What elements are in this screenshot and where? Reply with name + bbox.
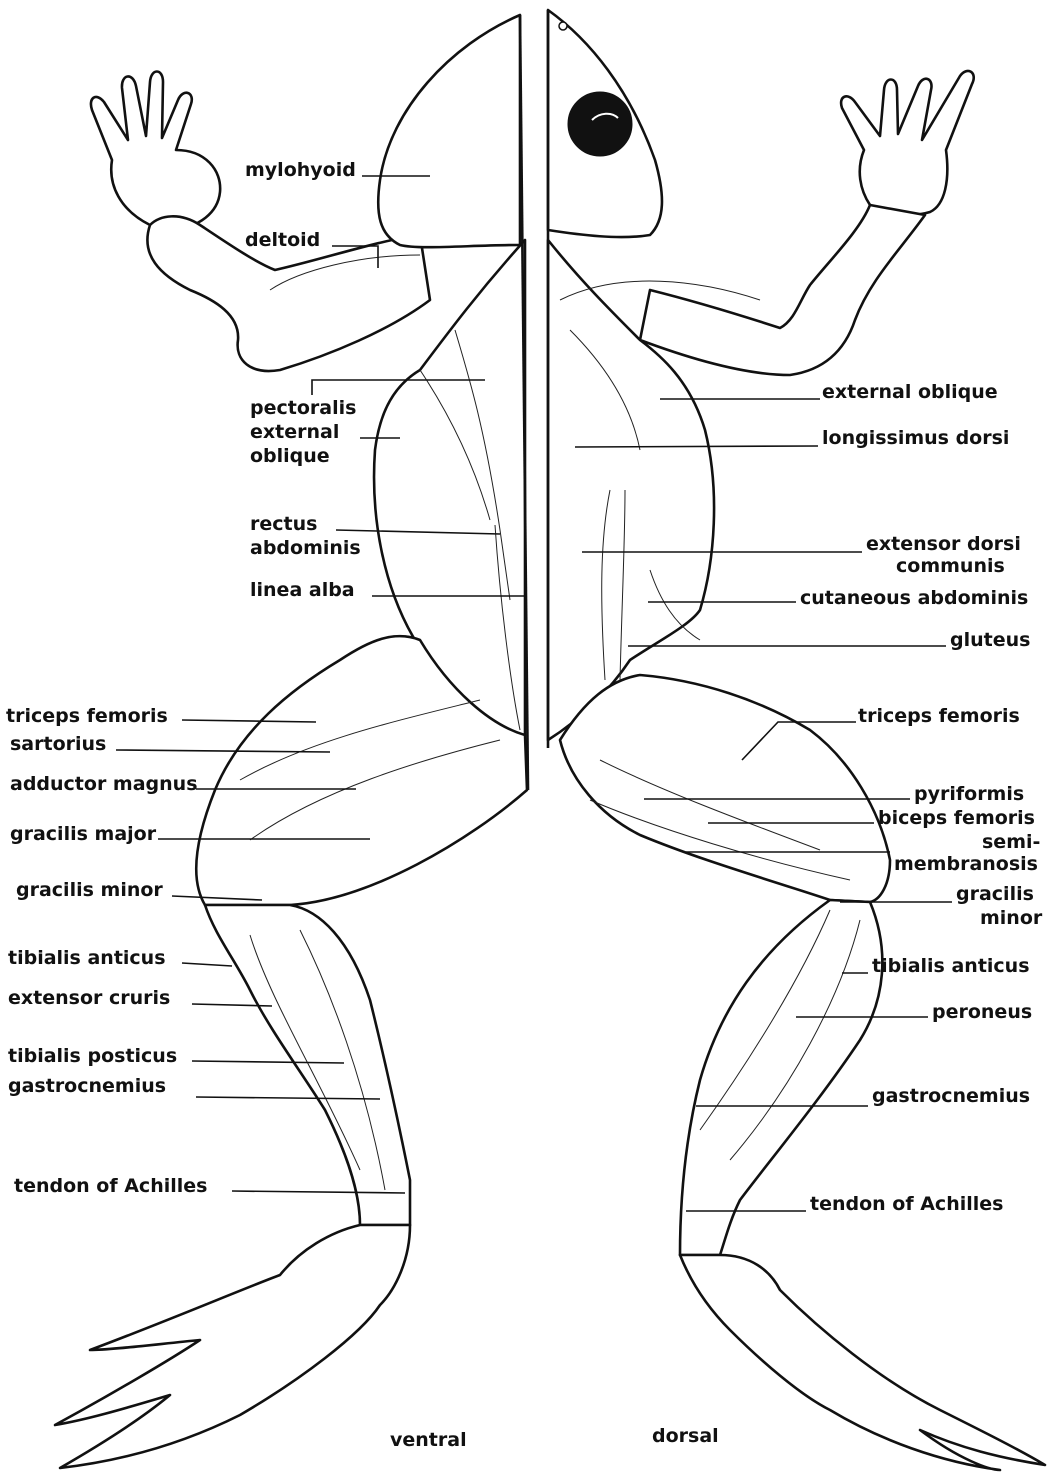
ventral-hand (91, 72, 220, 231)
label-mylohyoid: mylohyoid (245, 159, 356, 181)
label-semimembranosis-2: membranosis (894, 853, 1038, 875)
view-label-ventral: ventral (390, 1429, 467, 1451)
label-triceps-femoris-v: triceps femoris (6, 705, 168, 727)
label-pectoralis: pectoralis (250, 397, 356, 419)
label-external-oblique-d: external oblique (822, 381, 998, 403)
label-rectus-1: rectus (250, 513, 317, 535)
label-gastrocnemius-v: gastrocnemius (8, 1075, 166, 1097)
label-external-oblique-1: external (250, 421, 339, 443)
dorsal-foot (680, 1255, 1045, 1470)
label-pyriformis: pyriformis (914, 783, 1024, 805)
label-gastrocnemius-d: gastrocnemius (872, 1085, 1030, 1107)
dorsal-arm (640, 205, 925, 375)
label-rectus-2: abdominis (250, 537, 361, 559)
nostril (559, 22, 567, 30)
label-adductor-magnus: adductor magnus (10, 773, 198, 795)
ventral-foot (55, 1225, 410, 1468)
ventral-shank (205, 905, 410, 1225)
label-tibialis-anticus-d: tibialis anticus (872, 955, 1030, 977)
label-linea-alba: linea alba (250, 579, 355, 601)
label-gracilis-major: gracilis major (10, 823, 157, 845)
label-gluteus: gluteus (950, 629, 1030, 651)
label-longissimus-dorsi: longissimus dorsi (822, 427, 1009, 449)
dorsal-hand (841, 71, 974, 215)
label-gracilis-minor-d-2: minor (980, 907, 1043, 929)
label-biceps-femoris: biceps femoris (878, 807, 1035, 829)
label-peroneus: peroneus (932, 1001, 1032, 1023)
label-cutaneous-abdominis: cutaneous abdominis (800, 587, 1028, 609)
label-external-oblique-2: oblique (250, 445, 330, 467)
label-deltoid: deltoid (245, 229, 320, 251)
dorsal-half (548, 10, 1045, 1470)
ventral-head (378, 15, 520, 247)
label-extensor-cruris: extensor cruris (8, 987, 170, 1009)
label-gracilis-minor-d-1: gracilis (956, 883, 1034, 905)
label-semimembranosis-1: semi- (982, 831, 1040, 853)
eye (568, 92, 632, 156)
label-tibialis-posticus: tibialis posticus (8, 1045, 177, 1067)
label-tibialis-anticus-v: tibialis anticus (8, 947, 166, 969)
label-gracilis-minor-v: gracilis minor (16, 879, 163, 901)
label-tendon-achilles-v: tendon of Achilles (14, 1175, 207, 1197)
label-extensor-dorsi-1: extensor dorsi (866, 533, 1021, 555)
label-tendon-achilles-d: tendon of Achilles (810, 1193, 1003, 1215)
label-extensor-dorsi-2: communis (896, 555, 1005, 577)
label-sartorius: sartorius (10, 733, 106, 755)
view-label-dorsal: dorsal (652, 1425, 719, 1447)
dorsal-thigh (560, 675, 890, 902)
label-triceps-femoris-d: triceps femoris (858, 705, 1020, 727)
